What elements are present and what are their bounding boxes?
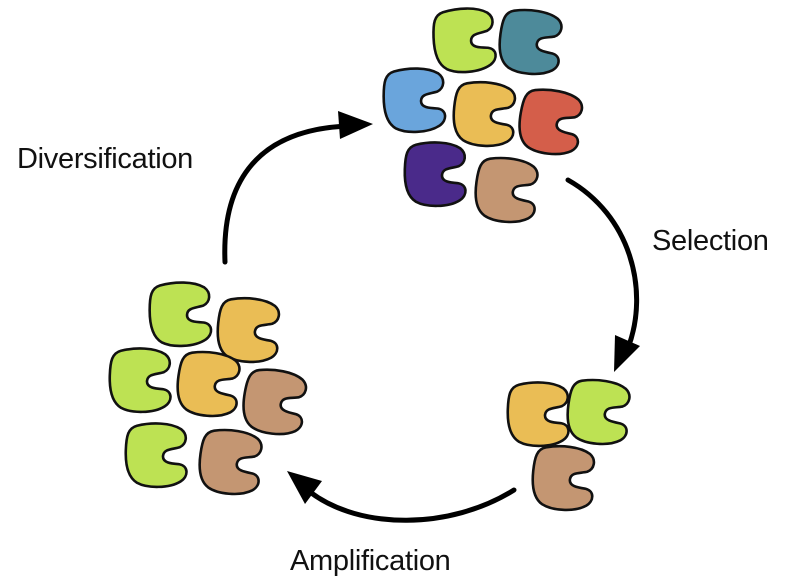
- selected-protein-yellow: [506, 381, 570, 448]
- amplified-protein-tan: [198, 428, 263, 496]
- diverse-library-protein-yellow: [452, 80, 517, 148]
- amplified-protein-yellow: [176, 350, 241, 418]
- amplified-protein-green: [148, 281, 213, 348]
- diverse-library-protein-purple: [403, 141, 467, 208]
- selection-label: Selection: [652, 225, 769, 257]
- diversification-arrow: [222, 123, 351, 265]
- amplification-label: Amplification: [290, 545, 451, 577]
- diversification-label: Diversification: [17, 143, 193, 175]
- amplified-protein-green: [124, 422, 188, 489]
- selection-arrowhead: [614, 335, 640, 372]
- diverse-library-protein-blue: [382, 67, 447, 134]
- diversification-arrowhead: [338, 111, 373, 139]
- diverse-library-protein-red: [518, 88, 584, 156]
- diverse-library-protein-tan: [474, 156, 539, 224]
- amplified-protein-yellow: [216, 296, 281, 364]
- amplified-protein-green: [108, 347, 172, 414]
- selection-arrow: [565, 177, 640, 351]
- diverse-library-protein-green: [432, 7, 497, 74]
- diverse-library-protein-teal: [498, 8, 563, 76]
- amplification-arrowhead: [287, 471, 322, 504]
- amplified-protein-tan: [242, 368, 308, 436]
- selected-protein-tan: [531, 444, 596, 512]
- selected-protein-green: [566, 378, 631, 446]
- amplification-arrow: [307, 487, 517, 523]
